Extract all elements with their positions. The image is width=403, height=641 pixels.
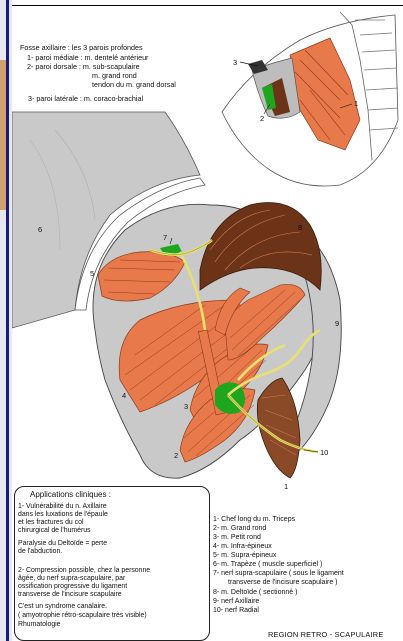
- legend-item-4: 4- m. Infra-épineux: [213, 543, 272, 551]
- margin-stripe: [6, 0, 9, 641]
- label-1: 1: [284, 482, 288, 490]
- clinical-line: ( amyotrophie rétro-scapulaire très visi…: [18, 612, 147, 620]
- legend-item-1: 1- Chef long du m. Triceps: [213, 516, 295, 524]
- label-7: 7: [163, 233, 167, 242]
- thorax-inset: 3 2 1: [222, 12, 398, 186]
- clinical-line: dans les luxations de l'épaule: [18, 511, 108, 519]
- clinical-line: C'est un syndrome canalaire.: [18, 603, 107, 611]
- label-5: 5: [90, 269, 94, 278]
- label-3: 3: [184, 402, 188, 411]
- fossa-callout-2: 2: [260, 114, 264, 123]
- label-9: 9: [335, 319, 339, 328]
- clinical-line: chirurgical de l'humérus: [18, 527, 91, 535]
- legend-item-7: 7- nerf supra-scapulaire ( sous le ligam…: [213, 570, 344, 578]
- anatomy-diagram: 3 2 1: [12, 0, 403, 490]
- clinical-line: âgée, du nerf supra-scapulaire, par: [18, 575, 125, 583]
- label-6: 6: [38, 225, 42, 234]
- legend-item-8: 8- m. Deltoïde ( sectionné ): [213, 589, 297, 597]
- label-10: 10: [320, 448, 328, 457]
- clinical-line: de l'abduction.: [18, 548, 62, 556]
- legend-item-5: 5- m. Supra-épineux: [213, 552, 276, 560]
- clinical-line: Paralysie du Deltoïde = perte: [18, 540, 107, 548]
- label-4: 4: [122, 391, 126, 400]
- clinical-line: ossification progressive du ligament: [18, 583, 127, 591]
- clinical-line: 1- Vulnérabilité du n. Axillaire: [18, 503, 107, 511]
- margin-tab: [0, 60, 6, 210]
- label-8: 8: [298, 223, 302, 232]
- fossa-callout-1: 1: [354, 99, 358, 108]
- left-margin-bar: [0, 0, 12, 641]
- region-footer: REGION RETRO - SCAPULAIRE: [268, 630, 383, 639]
- clinical-title: Applications cliniques :: [30, 490, 111, 499]
- legend-item-10: 10- nerf Radial: [213, 607, 259, 615]
- clinical-line: Rhumatologie: [18, 621, 61, 629]
- clinical-line: 2- Compression possible, chez la personn…: [18, 567, 150, 575]
- legend-item-6: 6- m. Trapèze ( muscle superficiel ): [213, 561, 322, 569]
- legend-item-2: 2- m. Grand rond: [213, 525, 266, 533]
- label-2: 2: [174, 451, 178, 460]
- legend-item-7b: transverse de l'incisure scapulaire ): [228, 579, 338, 587]
- legend-item-3: 3- m. Petit rond: [213, 534, 261, 542]
- legend-item-9: 9- nerf Axillaire: [213, 598, 259, 606]
- fossa-callout-3: 3: [233, 58, 237, 67]
- clinical-line: et les fractures du col: [18, 519, 84, 527]
- clinical-line: transverse de l'incisure scapulaire: [18, 591, 122, 599]
